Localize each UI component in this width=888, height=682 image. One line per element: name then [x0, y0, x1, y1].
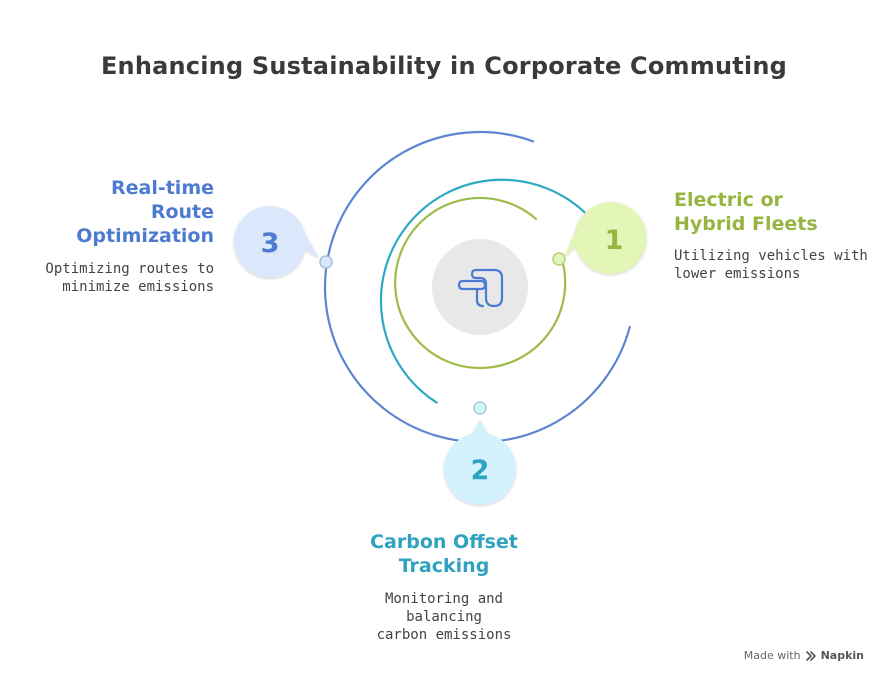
step-2-description-line: carbon emissions	[376, 627, 512, 643]
ring-middle-carbon-tracking	[379, 178, 590, 404]
step-1-description-line: Utilizing vehicles with	[674, 248, 868, 264]
made-with-label: Made with	[743, 649, 801, 662]
badge-number-2: 2	[471, 455, 490, 486]
step-1-heading: Electric or Hybrid Fleets	[674, 188, 874, 236]
badge-number-3: 3	[261, 228, 280, 259]
badge-number-1: 1	[605, 225, 624, 256]
step-3-heading: Real-time Route Optimization	[40, 176, 214, 248]
step-2-description-line: Monitoring and balancing	[384, 591, 503, 625]
center-circle	[432, 239, 528, 335]
ring-outer-route-optimization	[323, 130, 631, 444]
step-3-description: Optimizing routes to minimize emissions	[20, 260, 214, 296]
page-title: Enhancing Sustainability in Corporate Co…	[100, 52, 788, 80]
route-icon	[457, 268, 504, 308]
step-3-heading-line: Real-time	[110, 177, 214, 199]
made-with-napkin[interactable]: Made with Napkin	[744, 649, 864, 662]
step-3-description-line: Optimizing routes to	[45, 261, 214, 277]
step-2-heading: Carbon Offset Tracking	[344, 530, 544, 578]
step-3-heading-line: Optimization	[76, 225, 214, 247]
step-2-heading-line: Carbon Offset	[370, 531, 518, 553]
step-2-description: Monitoring and balancing carbon emission…	[344, 590, 544, 644]
step-1-description-line: lower emissions	[674, 266, 801, 282]
step-3-heading-line: Route	[150, 201, 214, 223]
badge-1	[564, 201, 647, 274]
step-1-description: Utilizing vehicles with lower emissions	[674, 247, 874, 283]
connector-dot-1	[552, 252, 566, 266]
step-1-heading-line: Electric or	[674, 189, 783, 211]
connector-dot-3	[319, 255, 333, 269]
step-3-description-line: minimize emissions	[62, 279, 214, 295]
connector-dot-2	[473, 401, 487, 415]
napkin-logo-icon	[805, 650, 816, 661]
step-2-heading-line: Tracking	[398, 555, 490, 577]
step-1-heading-line: Hybrid Fleets	[674, 213, 818, 235]
napkin-brand-label: Napkin	[820, 649, 864, 662]
badge-3	[233, 206, 319, 278]
ring-inner-electric-fleets	[394, 196, 567, 370]
badge-2	[444, 420, 516, 505]
